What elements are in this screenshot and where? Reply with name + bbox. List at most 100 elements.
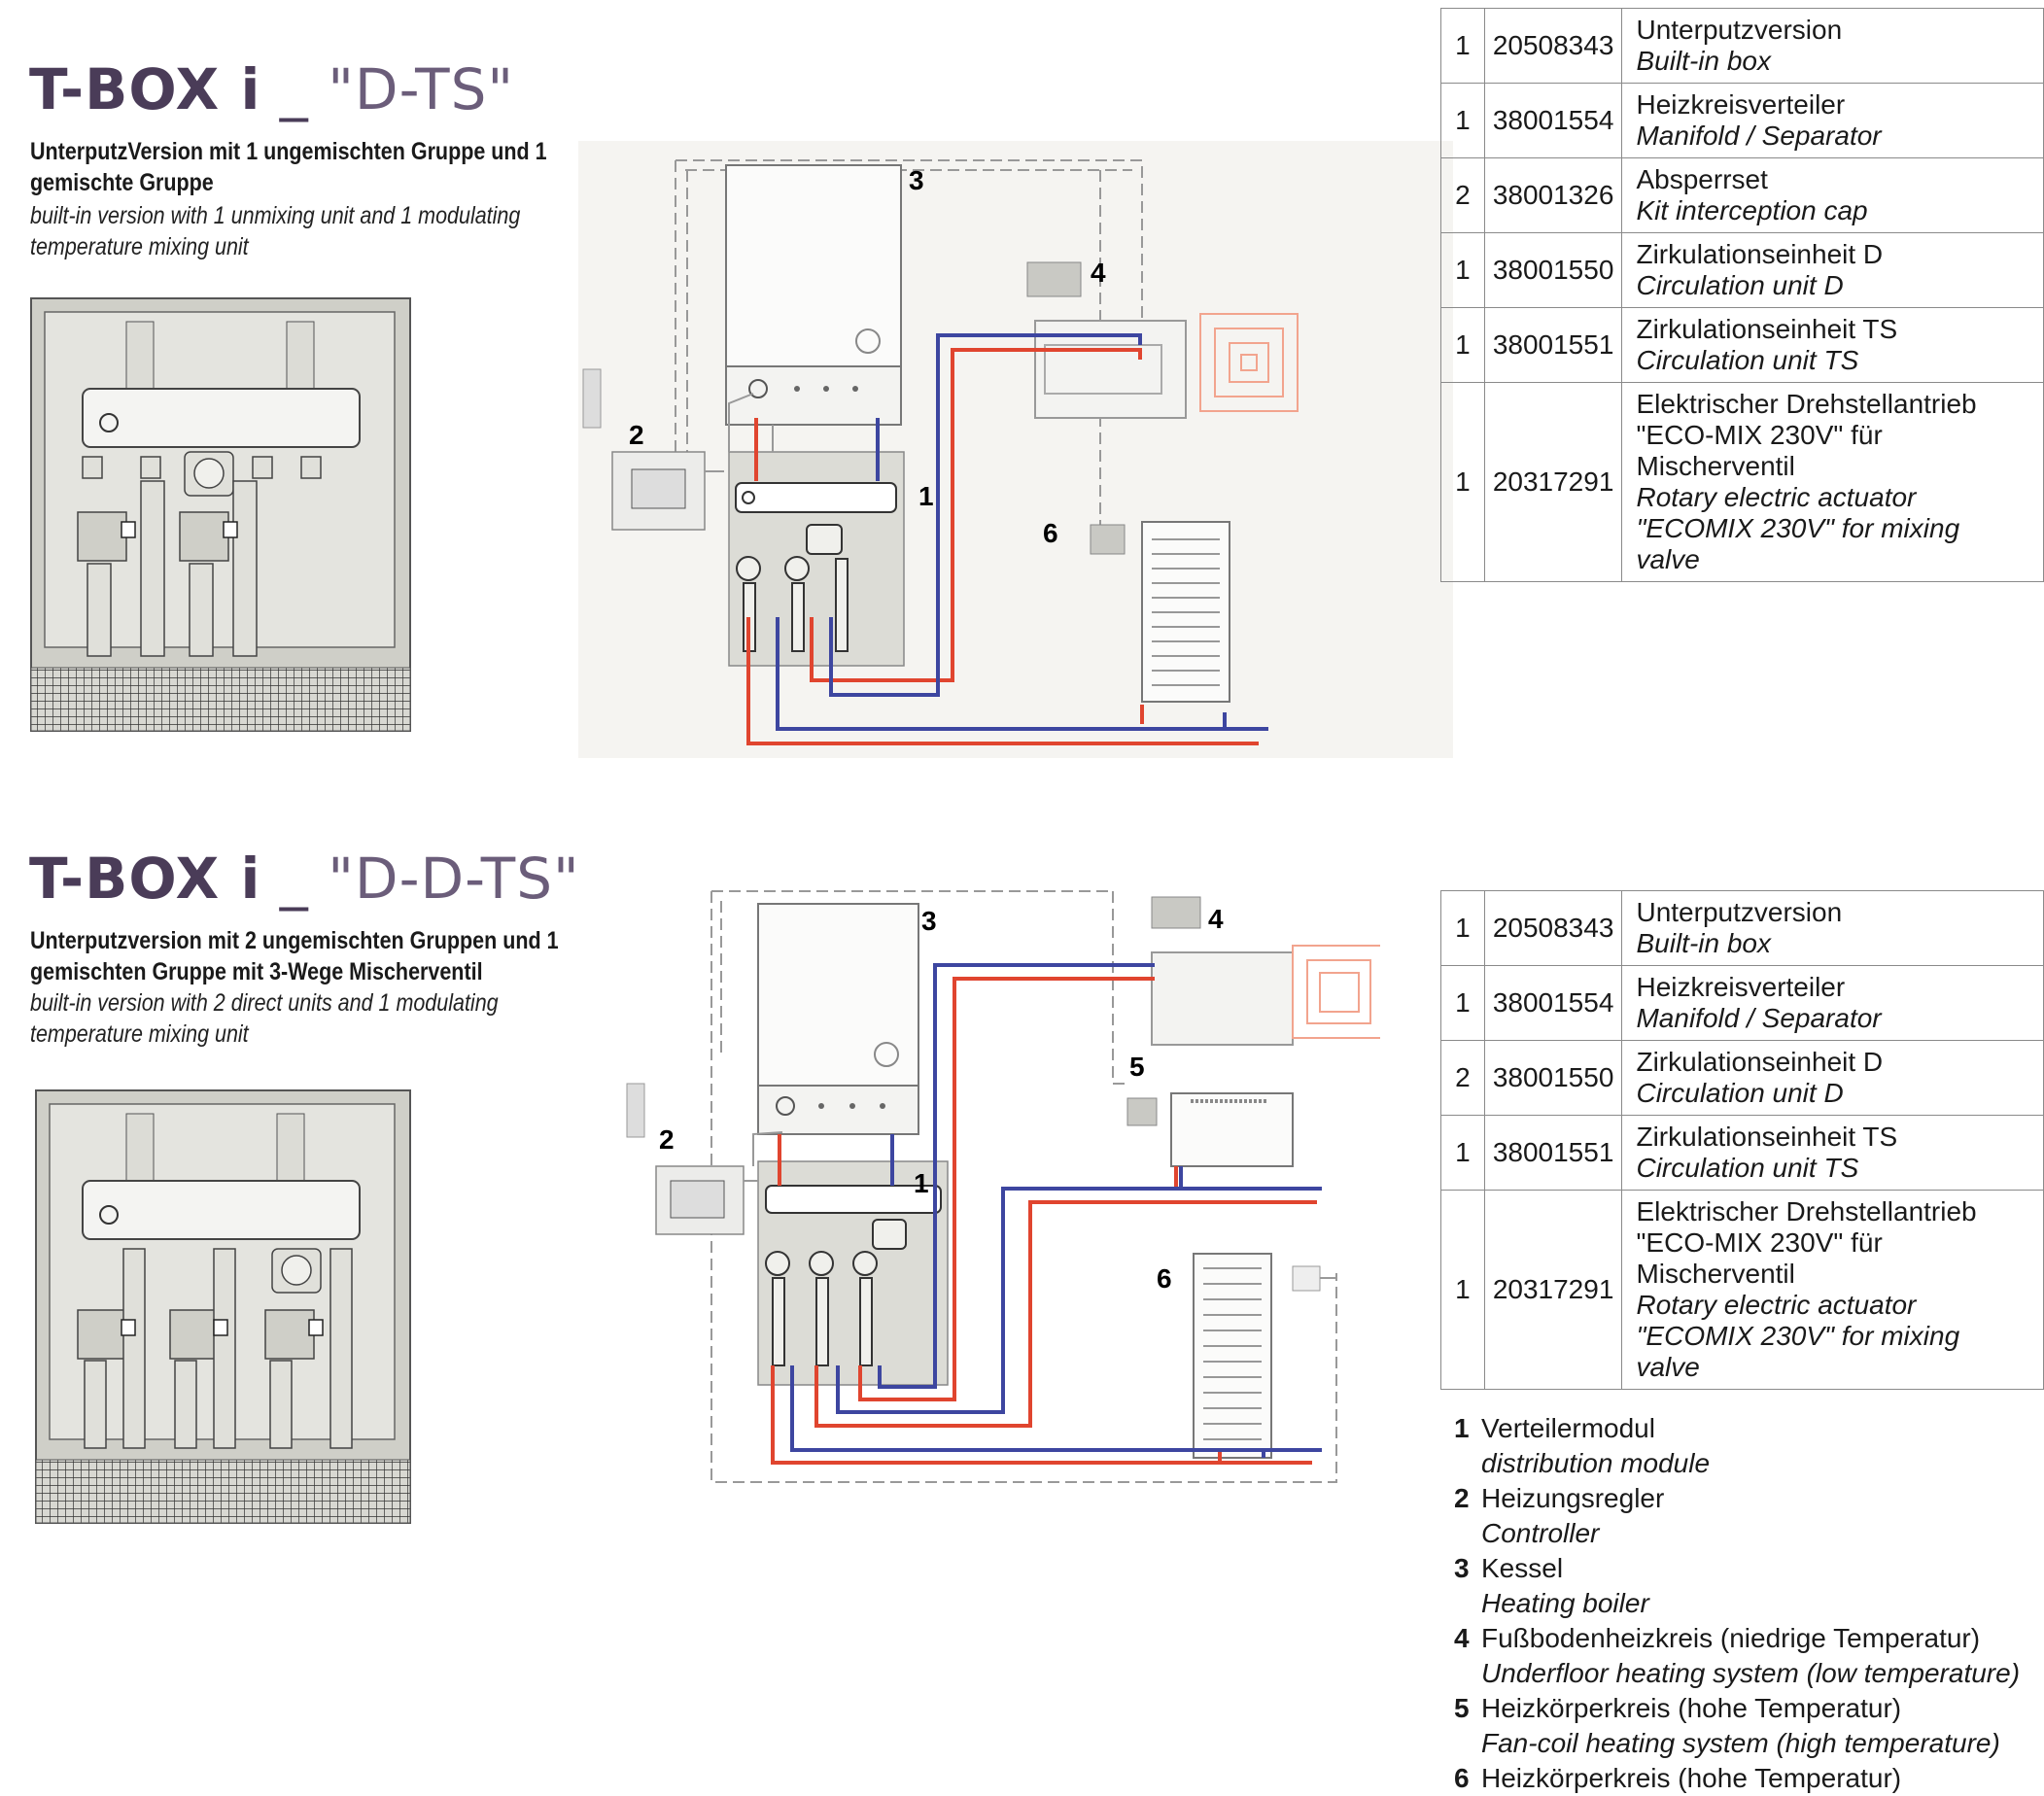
part-name-de: Absperrset xyxy=(1636,164,1768,194)
legend-text-de: Heizkörperkreis (hohe Temperatur) xyxy=(1481,1763,1902,1793)
part-qty: 1 xyxy=(1440,890,1485,966)
part-name-de: Heizkreisverteiler xyxy=(1636,972,1846,1002)
part-description: Elektrischer Drehstellantrieb "ECO-MIX 2… xyxy=(1621,1190,2044,1390)
part-number: 38001554 xyxy=(1483,965,1623,1041)
diagram-label-1: 1 xyxy=(918,481,934,511)
section1-title: T-BOX i _ "D-TS" xyxy=(29,56,515,122)
part-name-de: Elektrischer Drehstellantrieb "ECO-MIX 2… xyxy=(1636,1196,1977,1289)
part-number: 38001326 xyxy=(1483,157,1623,233)
part-name-en: Circulation unit D xyxy=(1636,1078,1844,1108)
diagram-label-6: 6 xyxy=(1157,1263,1172,1294)
legend-number: 1 xyxy=(1454,1413,1470,1443)
part-qty: 1 xyxy=(1440,83,1485,158)
part-qty: 1 xyxy=(1440,307,1485,383)
part-qty: 1 xyxy=(1440,382,1485,582)
boiler-icon xyxy=(725,164,902,395)
legend-text-de: Kessel xyxy=(1481,1553,1564,1583)
part-name-en: Circulation unit D xyxy=(1636,270,1844,300)
legend-text-de: Heizkörperkreis (hohe Temperatur) xyxy=(1481,1693,1902,1723)
legend-text-en: distribution module xyxy=(1481,1448,1711,1478)
part-qty: 1 xyxy=(1440,965,1485,1041)
legend-text-en: Fan-coil heating system (high temperatur… xyxy=(1481,1728,2000,1758)
part-number: 20317291 xyxy=(1483,382,1623,582)
part-qty: 1 xyxy=(1440,8,1485,84)
thermostat-icon xyxy=(1026,261,1082,297)
part-name-de: Unterputzversion xyxy=(1636,897,1843,927)
part-qty: 2 xyxy=(1440,1040,1485,1116)
part-name-en: Manifold / Separator xyxy=(1636,1003,1882,1033)
diagram-label-4: 4 xyxy=(1208,904,1224,934)
section2-subtitle-de: Unterputzversion mit 2 ungemischten Grup… xyxy=(30,927,559,985)
legend-text-en: Heating boiler xyxy=(1481,1588,1649,1618)
part-name-de: Zirkulationseinheit D xyxy=(1636,239,1884,269)
part-number: 20508343 xyxy=(1483,890,1623,966)
diagram-label-3: 3 xyxy=(921,906,937,936)
part-name-de: Unterputzversion xyxy=(1636,15,1843,45)
diagram-label-1: 1 xyxy=(914,1168,929,1198)
part-number: 38001550 xyxy=(1483,232,1623,308)
diagram-label-5: 5 xyxy=(1129,1052,1145,1082)
tbox-d-d-ts-illustration xyxy=(35,1089,411,1524)
legend-text-de: Heizungsregler xyxy=(1481,1483,1665,1513)
diagram-label-6: 6 xyxy=(1043,518,1058,548)
diagram-label-4: 4 xyxy=(1091,258,1106,288)
diagram-label-2: 2 xyxy=(629,420,644,450)
section1-subtitle-en: built-in version with 1 unmixing unit an… xyxy=(30,202,521,260)
legend-number: 5 xyxy=(1454,1693,1470,1723)
section2-title: T-BOX i _ "D-D-TS" xyxy=(29,846,580,912)
part-number: 20508343 xyxy=(1483,8,1623,84)
part-name-en: Built-in box xyxy=(1636,928,1771,958)
part-number: 38001554 xyxy=(1483,83,1623,158)
part-number: 38001550 xyxy=(1483,1040,1623,1116)
section1-schematic: 3 1 2 4 6 xyxy=(578,141,1453,758)
section2-subtitle-en: built-in version with 2 direct units and… xyxy=(30,989,499,1048)
part-name-de: Zirkulationseinheit D xyxy=(1636,1047,1884,1077)
part-name-de: Heizkreisverteiler xyxy=(1636,89,1846,120)
part-name-en: Circulation unit TS xyxy=(1636,345,1859,375)
part-description: Elektrischer Drehstellantrieb "ECO-MIX 2… xyxy=(1621,382,2044,582)
legend-text-en: Underfloor heating system (low temperatu… xyxy=(1481,1658,2021,1688)
thermostat-icon xyxy=(1151,896,1201,929)
boiler-icon xyxy=(757,903,919,1109)
legend-number: 6 xyxy=(1454,1763,1470,1793)
legend-item: 5 Heizkörperkreis (hohe Temperatur) Fan-co… xyxy=(1454,1691,2020,1761)
part-number: 38001551 xyxy=(1483,1115,1623,1191)
legend-item: 6 Heizkörperkreis (hohe Temperatur) xyxy=(1454,1761,2020,1796)
part-name-en: Circulation unit TS xyxy=(1636,1153,1859,1183)
legend-text-de: Fußbodenheizkreis (niedrige Temperatur) xyxy=(1481,1623,1981,1653)
part-name-en: Manifold / Separator xyxy=(1636,121,1882,151)
section1-subtitle-de: UnterputzVersion mit 1 ungemischten Grup… xyxy=(30,138,547,196)
part-name-de: Elektrischer Drehstellantrieb "ECO-MIX 2… xyxy=(1636,389,1977,481)
legend-number: 3 xyxy=(1454,1553,1470,1583)
tbox-d-ts-illustration xyxy=(30,297,411,732)
part-name-en: Rotary electric actuator "ECOMIX 230V" f… xyxy=(1636,482,1960,574)
legend-number: 4 xyxy=(1454,1623,1470,1653)
diagram-label-3: 3 xyxy=(909,165,924,195)
part-qty: 2 xyxy=(1440,157,1485,233)
part-qty: 1 xyxy=(1440,1115,1485,1191)
part-name-en: Rotary electric actuator "ECOMIX 230V" f… xyxy=(1636,1290,1960,1382)
legend-item: 4 Fußbodenheizkreis (niedrige Temperatur)… xyxy=(1454,1621,2020,1691)
